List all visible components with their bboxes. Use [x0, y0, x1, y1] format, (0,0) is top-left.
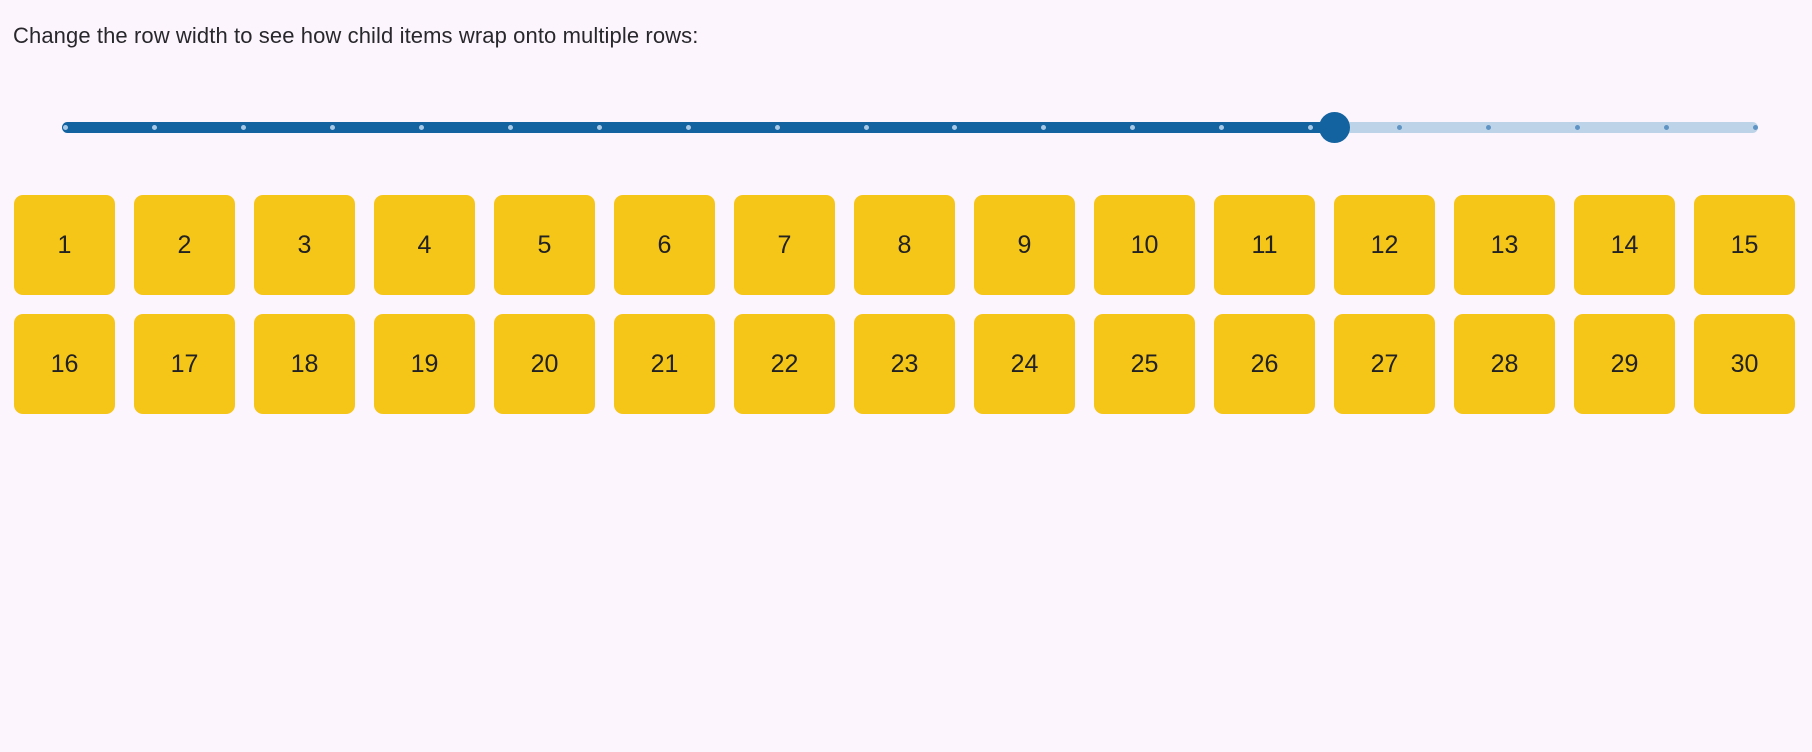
tile-item: 13: [1454, 195, 1555, 295]
tile-item: 20: [494, 314, 595, 414]
slider-tick: [1219, 125, 1225, 130]
page-instruction: Change the row width to see how child it…: [13, 23, 699, 48]
slider-tick: [151, 125, 157, 130]
tile-item: 4: [374, 195, 475, 295]
tile-item: 18: [254, 314, 355, 414]
tile-item: 23: [854, 314, 955, 414]
tile-item: 8: [854, 195, 955, 295]
slider-tick: [418, 125, 424, 130]
tile-item: 14: [1574, 195, 1675, 295]
slider-tick: [1664, 125, 1670, 130]
tile-item: 22: [734, 314, 835, 414]
tile-item: 7: [734, 195, 835, 295]
tile-item: 3: [254, 195, 355, 295]
tile-item: 24: [974, 314, 1075, 414]
slider-fill: [62, 122, 1334, 133]
tile-item: 12: [1334, 195, 1435, 295]
slider-tick: [1041, 125, 1047, 130]
slider-tick: [863, 125, 869, 130]
slider-tick: [774, 125, 780, 130]
tile-item: 29: [1574, 314, 1675, 414]
tile-item: 27: [1334, 314, 1435, 414]
slider-tick: [240, 125, 246, 130]
tile-item: 15: [1694, 195, 1795, 295]
tile-item: 19: [374, 314, 475, 414]
slider-tick: [329, 125, 335, 130]
slider-tick: [1130, 125, 1136, 130]
tile-item: 25: [1094, 314, 1195, 414]
tile-item: 30: [1694, 314, 1795, 414]
slider-tick: [1753, 125, 1758, 130]
slider-tick: [507, 125, 513, 130]
slider-tick: [1575, 125, 1581, 130]
slider-tick: [1397, 125, 1403, 130]
tile-item: 17: [134, 314, 235, 414]
tile-item: 11: [1214, 195, 1315, 295]
tile-item: 26: [1214, 314, 1315, 414]
slider-tick: [1486, 125, 1492, 130]
row-width-slider[interactable]: [62, 112, 1758, 144]
tile-item: 21: [614, 314, 715, 414]
slider-tick: [596, 125, 602, 130]
slider-tick: [1308, 125, 1314, 130]
tile-item: 16: [14, 314, 115, 414]
tile-item: 2: [134, 195, 235, 295]
tile-item: 5: [494, 195, 595, 295]
tile-item: 28: [1454, 314, 1555, 414]
tile-item: 10: [1094, 195, 1195, 295]
slider-tick: [952, 125, 958, 130]
slider-thumb[interactable]: [1319, 112, 1350, 143]
tile-item: 1: [14, 195, 115, 295]
tile-item: 9: [974, 195, 1075, 295]
slider-tick: [685, 125, 691, 130]
tile-item: 6: [614, 195, 715, 295]
slider-tick: [63, 125, 68, 130]
